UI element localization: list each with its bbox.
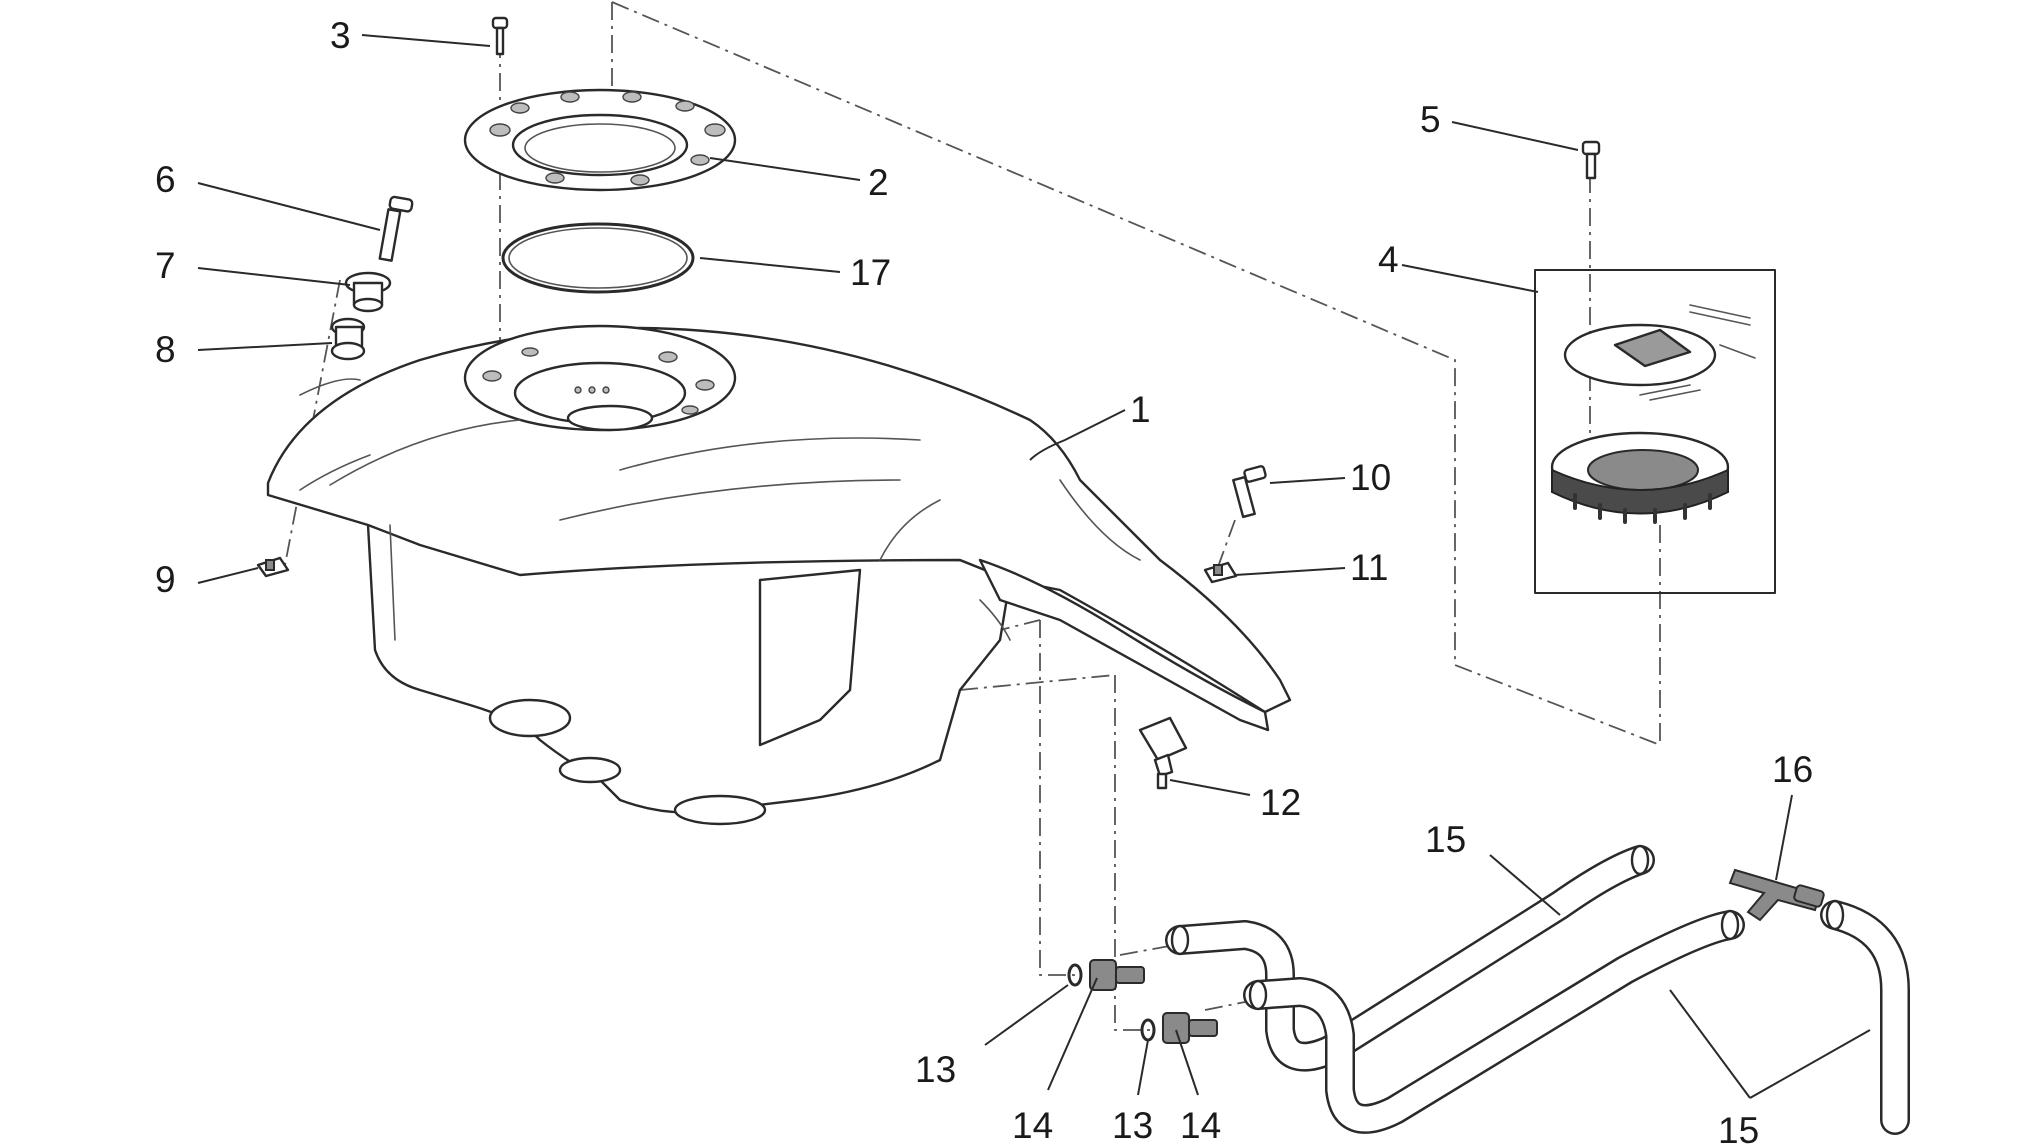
t-connector	[1728, 868, 1825, 922]
leader-12	[1169, 779, 1251, 796]
leader-lines	[197, 34, 1871, 1099]
screw-5	[1581, 140, 1601, 180]
rubber-bush-7	[344, 271, 392, 313]
screw-10	[1232, 465, 1267, 519]
leader-1	[1029, 409, 1126, 461]
callout-14-left: 14	[1012, 1105, 1053, 1146]
o-ring-seal	[501, 222, 695, 294]
filler-cap-assembly	[1534, 269, 1776, 594]
rubber-mount-12	[1138, 716, 1188, 790]
callout-15-bottom: 15	[1718, 1110, 1759, 1148]
callout-2: 2	[868, 162, 889, 203]
clip-nut-9	[256, 556, 290, 578]
leader-3	[361, 34, 491, 47]
callout-9: 9	[155, 559, 176, 600]
leader-15b-right	[1749, 1029, 1871, 1099]
callout-13-right: 13	[1112, 1105, 1153, 1146]
callout-6: 6	[155, 159, 176, 200]
callout-11: 11	[1350, 547, 1388, 588]
leader-13a	[984, 984, 1069, 1046]
callout-12: 12	[1260, 782, 1301, 823]
leader-14a	[1047, 977, 1098, 1091]
breather-fittings	[1067, 959, 1218, 1044]
callout-14-right: 14	[1180, 1105, 1221, 1146]
leader-5	[1451, 121, 1579, 151]
leader-6	[197, 182, 381, 231]
spacer-8	[330, 317, 366, 361]
leader-15a	[1489, 854, 1561, 916]
callout-3: 3	[330, 15, 351, 56]
screw-3	[491, 16, 509, 56]
leader-7	[197, 267, 351, 286]
clip-nut-11	[1203, 561, 1238, 584]
callout-10: 10	[1350, 457, 1391, 498]
leader-2	[709, 157, 861, 181]
leader-14b	[1175, 1029, 1199, 1096]
leader-8	[197, 342, 333, 351]
leader-15b-left	[1669, 989, 1751, 1099]
fuel-tank	[266, 324, 1292, 826]
callout-7: 7	[155, 245, 176, 286]
callout-labels: 1 2 3 4 5 6 7 8 9 10 11 12 13 13 14 14 1…	[155, 15, 1813, 1148]
leader-10	[1269, 477, 1346, 484]
breather-hoses	[1165, 844, 1910, 1135]
assembly-lines	[284, 1, 1661, 1031]
callout-1: 1	[1130, 389, 1151, 430]
callout-16: 16	[1772, 749, 1813, 790]
leader-13b	[1137, 1039, 1149, 1096]
callout-8: 8	[155, 329, 176, 370]
mounting-bolt-6	[378, 195, 414, 262]
callout-15-top: 15	[1425, 819, 1466, 860]
callout-5: 5	[1420, 99, 1441, 140]
leader-17	[699, 257, 841, 273]
leader-16	[1775, 794, 1793, 881]
leader-4	[1401, 264, 1539, 293]
leader-11	[1234, 567, 1346, 576]
callout-4: 4	[1378, 239, 1399, 280]
callout-13-left: 13	[915, 1049, 956, 1090]
filler-flange-ring	[463, 88, 737, 192]
leader-9	[197, 567, 259, 584]
callout-17: 17	[850, 252, 891, 293]
